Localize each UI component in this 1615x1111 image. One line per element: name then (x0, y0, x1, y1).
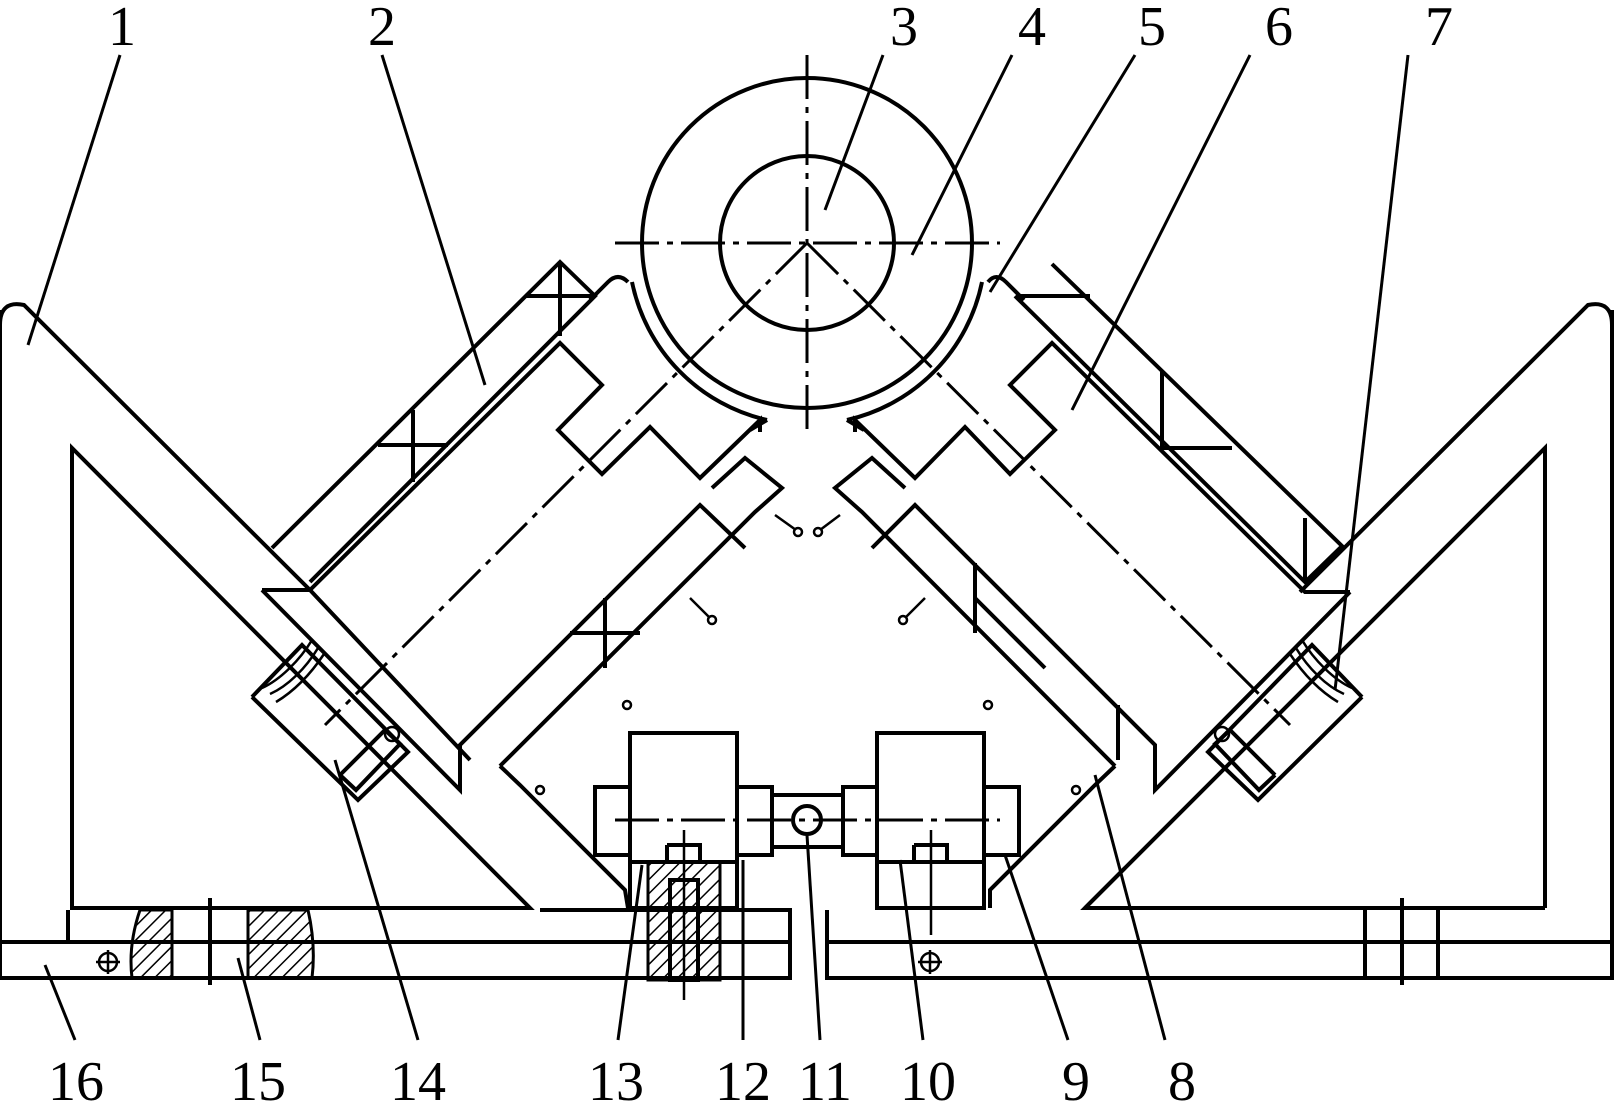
label-6: 6 (1265, 0, 1293, 58)
label-8: 8 (1168, 1051, 1196, 1111)
right-lower-guide (831, 455, 1120, 908)
left-bolt (646, 830, 722, 1000)
left-lower-guide (498, 455, 786, 909)
center-lines (323, 55, 1292, 822)
label-4: 4 (1018, 0, 1046, 58)
left-clamp (250, 639, 411, 803)
label-10: 10 (900, 1051, 956, 1111)
right-bolt (912, 830, 949, 935)
right-clamp (1205, 639, 1364, 803)
part-labels: 1 2 3 4 5 6 7 8 9 10 11 12 13 14 15 16 (48, 0, 1453, 1111)
pin-marks (534, 513, 1082, 796)
label-16: 16 (48, 1051, 104, 1111)
label-2: 2 (368, 0, 396, 58)
label-14: 14 (390, 1051, 446, 1111)
label-13: 13 (588, 1051, 644, 1111)
label-3: 3 (890, 0, 918, 58)
base-plate-right (825, 310, 1614, 980)
label-15: 15 (230, 1051, 286, 1111)
label-12: 12 (715, 1051, 771, 1111)
left-slider (260, 275, 762, 795)
base-hatch-left (96, 898, 315, 985)
left-guide-plate (270, 259, 598, 584)
label-1: 1 (108, 0, 136, 58)
label-11: 11 (798, 1051, 852, 1111)
label-5: 5 (1138, 0, 1166, 58)
label-7: 7 (1425, 0, 1453, 58)
right-guide-plate (1013, 262, 1345, 585)
right-bracket (1080, 302, 1614, 910)
base-fasteners-right (918, 898, 1440, 985)
leader-lines (26, 54, 1410, 1041)
label-9: 9 (1062, 1051, 1090, 1111)
